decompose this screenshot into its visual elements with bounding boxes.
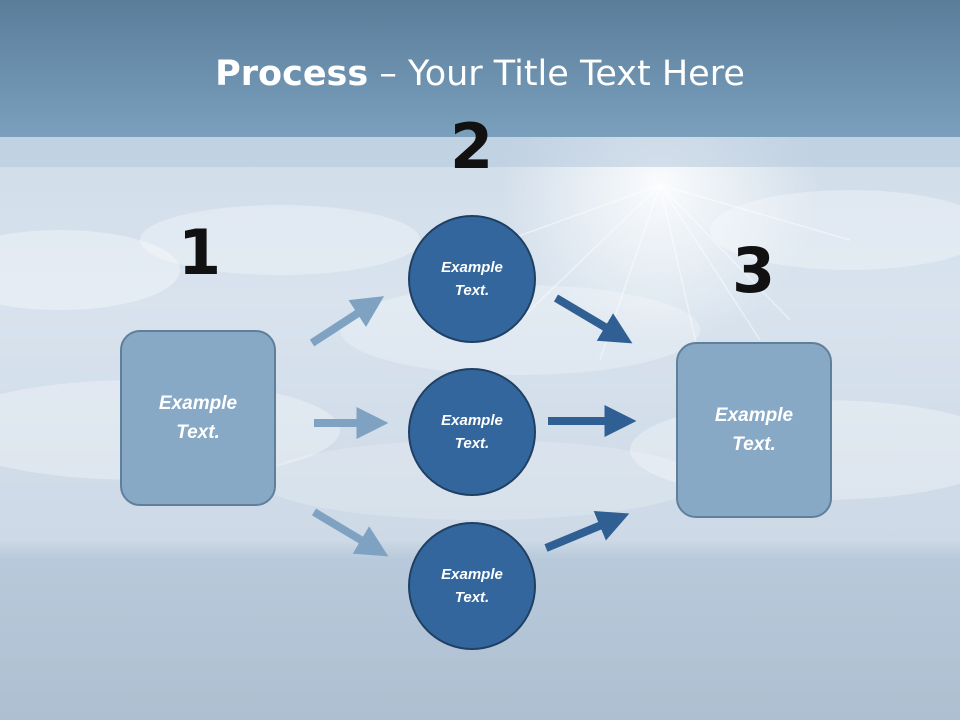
circle-bottom: Example Text. xyxy=(408,522,536,650)
circle-middle-line2: Text. xyxy=(454,435,490,452)
step-number-2: 2 xyxy=(450,110,494,183)
right-box-line1: Example xyxy=(714,405,794,426)
step-number-1: 1 xyxy=(178,216,222,289)
circle-top: Example Text. xyxy=(408,215,536,343)
circle-top-line2: Text. xyxy=(454,282,490,299)
left-step-box: Example Text. xyxy=(120,330,276,506)
arrow-left-to-top xyxy=(309,296,385,347)
title-strong: Process xyxy=(215,54,369,94)
title-bar xyxy=(0,0,960,137)
arrow-top-to-right xyxy=(553,294,633,344)
title-rest: – Your Title Text Here xyxy=(368,54,745,94)
circle-middle-line1: Example xyxy=(441,412,503,429)
left-box-line1: Example xyxy=(158,393,238,414)
circle-top-line1: Example xyxy=(441,259,503,276)
step-number-3: 3 xyxy=(732,234,776,307)
right-step-box: Example Text. xyxy=(676,342,832,518)
circle-bottom-line1: Example xyxy=(441,566,503,583)
arrow-bottom-to-right xyxy=(544,510,630,552)
right-box-line2: Text. xyxy=(732,434,776,455)
title-band xyxy=(0,137,960,167)
circle-bottom-line2: Text. xyxy=(454,589,490,606)
arrow-left-to-bottom xyxy=(311,508,389,557)
page-title: Process – Your Title Text Here xyxy=(0,54,960,94)
circle-middle: Example Text. xyxy=(408,368,536,496)
left-box-line2: Text. xyxy=(176,422,220,443)
